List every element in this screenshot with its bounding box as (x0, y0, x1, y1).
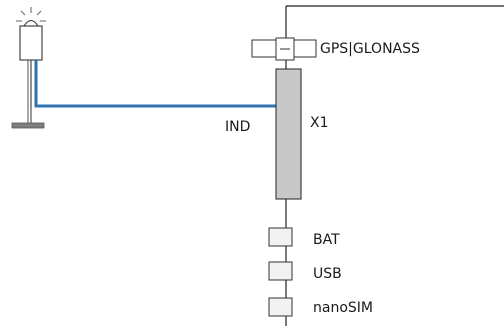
nanosim-port (268, 297, 293, 317)
usb-label: USB (313, 266, 342, 282)
satellite-icon (251, 37, 317, 61)
ind-pin-label: IND (225, 119, 250, 135)
bat-port (268, 227, 293, 247)
x1-connector (275, 68, 302, 200)
ind-wire (27, 60, 277, 123)
usb-port (268, 261, 293, 281)
nanosim-label: nanoSIM (313, 300, 373, 316)
x1-connector-label: X1 (310, 115, 329, 131)
indicator-lamp-icon (11, 7, 46, 129)
gnss-label: GPS|GLONASS (320, 41, 420, 57)
bat-label: BAT (313, 232, 340, 248)
